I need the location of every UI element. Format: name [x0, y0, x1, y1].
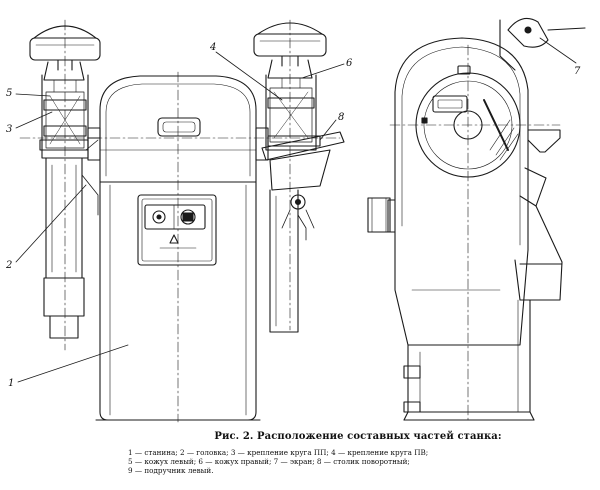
machine-drawing: 1 2 3 4 5 6 7 8: [5, 17, 586, 423]
grinder-head: [99, 75, 257, 183]
left-eye-shield: [29, 25, 101, 71]
callout-6: 6: [346, 58, 353, 69]
right-tool-rest: [269, 189, 307, 333]
legend-line-2: 5 — кожух левый; 6 — кожух правый; 7 — э…: [128, 457, 410, 466]
figure-caption: Рис. 2. Расположение составных частей ст…: [128, 431, 588, 475]
caption-title: Рис. 2. Расположение составных частей ст…: [214, 431, 502, 442]
side-rotary-table: [411, 129, 563, 301]
right-shaft: [255, 127, 321, 161]
base-stand: [95, 181, 261, 421]
side-eye-screen: [499, 17, 586, 71]
callout-5: 5: [6, 88, 12, 99]
side-stand: [403, 299, 535, 421]
callout-2: 2: [5, 260, 12, 271]
legend-line-3: 9 — подручник левый.: [128, 466, 214, 475]
rotary-table: [261, 131, 345, 229]
legend-line-1: 1 — станина; 2 — головка; 3 — крепление …: [128, 448, 429, 457]
side-view: [367, 17, 586, 423]
callout-8: 8: [338, 112, 344, 123]
right-guard: [265, 59, 317, 151]
left-tool-rest: [43, 139, 99, 339]
front-view: [19, 19, 345, 423]
side-wheel-guard: [415, 72, 521, 178]
leader-lines: [15, 37, 577, 383]
callout-1: 1: [8, 378, 14, 389]
right-eye-shield: [253, 22, 327, 67]
side-housing: [367, 37, 529, 346]
left-shaft: [39, 127, 101, 161]
callout-3: 3: [6, 124, 12, 135]
callout-4: 4: [209, 42, 216, 53]
callout-7: 7: [574, 66, 581, 77]
